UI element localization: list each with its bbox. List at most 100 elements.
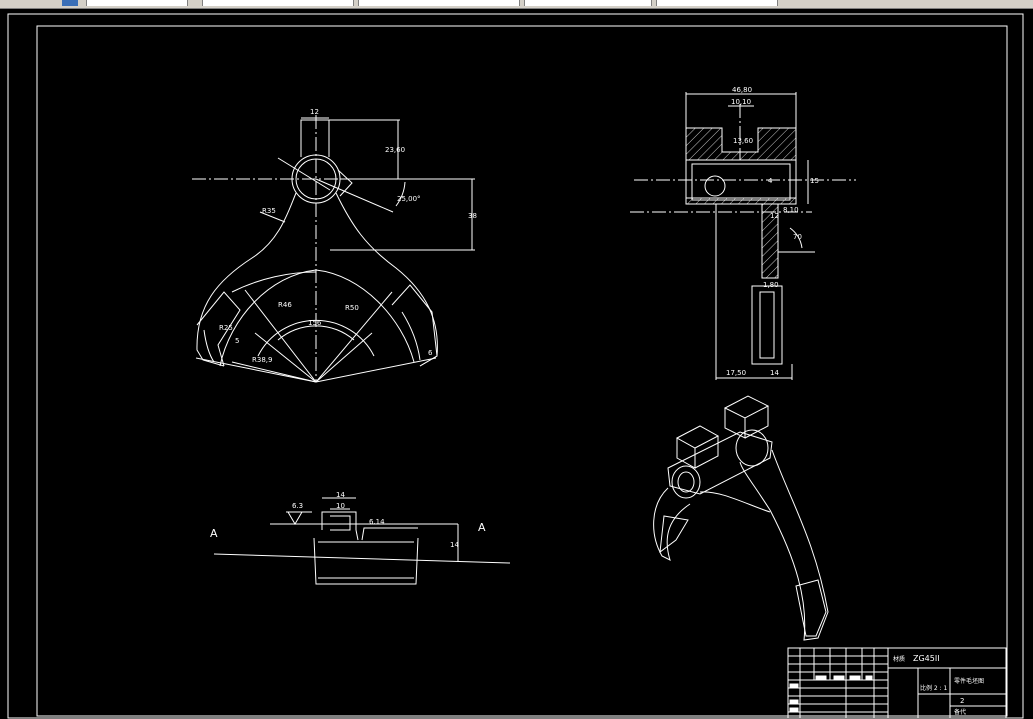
dim-text-4: 4 xyxy=(768,177,773,185)
toolbar-tab-3[interactable] xyxy=(358,0,520,6)
boss-lug xyxy=(337,169,353,197)
angle-arc-25 xyxy=(395,181,406,207)
tb-note: 备代 xyxy=(954,708,966,716)
toolbar-tab-2[interactable] xyxy=(202,0,354,6)
tb-mark-7 xyxy=(789,707,799,712)
tb-mark-3 xyxy=(815,675,827,680)
section-slot-profile xyxy=(321,511,418,541)
hub-bore xyxy=(691,163,791,201)
iso-hub-bore-right xyxy=(735,429,769,467)
tb-mark-1 xyxy=(789,683,799,688)
pin-hole xyxy=(704,175,726,197)
dim-text-10-10: 10,10 xyxy=(731,98,751,106)
tb-drawing-title: 零件毛坯图 xyxy=(954,677,984,685)
toolbar-tab-5[interactable] xyxy=(656,0,778,6)
left-pad xyxy=(196,291,241,367)
tb-material-label: 材质 xyxy=(893,655,905,663)
left-pad-inner xyxy=(203,329,215,363)
section-label-left: A xyxy=(210,527,218,540)
side-view: 46,80 10,10 13,60 4 15 12 8,10 70 1,80 1… xyxy=(630,86,856,380)
dim-text-section-h14: 14 xyxy=(450,541,459,549)
dim-text-5: 5 xyxy=(235,337,239,345)
app-icon[interactable] xyxy=(62,0,78,6)
angle-arc-156 xyxy=(277,325,355,341)
angle-ref-line xyxy=(315,178,394,213)
iso-fork-right-arm xyxy=(739,449,829,641)
right-pad-inner xyxy=(401,311,421,361)
iso-hub xyxy=(667,431,773,495)
dim-text-156: 156 xyxy=(308,319,322,327)
dim-text-46-80: 46,80 xyxy=(732,86,752,94)
tb-mark-5 xyxy=(849,675,861,680)
section-label-right: A xyxy=(478,521,486,534)
dim-text-r38-9: R38,9 xyxy=(252,356,272,364)
leader-diameter xyxy=(277,157,331,191)
radial-line-right xyxy=(315,332,373,383)
cad-drawing-canvas[interactable]: 12 23,60 25,00° 38 R35 R46 R50 156 R25 5… xyxy=(0,8,1033,719)
tb-mark-2 xyxy=(789,699,799,704)
section-view: A A 6.3 14 10 6.14 14 xyxy=(210,491,511,585)
isometric-view xyxy=(653,395,829,641)
toolbar-tab-1[interactable] xyxy=(86,0,188,6)
arm-foot xyxy=(751,285,783,365)
angle-arc-70 xyxy=(789,227,803,249)
dim-text-12: 12 xyxy=(770,212,779,220)
tb-mark-6 xyxy=(865,675,873,680)
top-view: 12 23,60 25,00° 38 R35 R46 R50 156 R25 5… xyxy=(192,108,477,383)
dim-text-roughness: 6.3 xyxy=(292,502,303,510)
iso-fork-right-pad xyxy=(795,579,827,637)
dim-text-8-10: 8,10 xyxy=(783,206,799,214)
section-baseline xyxy=(213,553,511,564)
outer-sheet-border xyxy=(7,13,1024,719)
section-body xyxy=(313,537,419,585)
fork-inner-arc xyxy=(219,269,415,367)
dim-text-70: 70 xyxy=(793,233,802,241)
arm-foot-slot xyxy=(759,291,775,359)
iso-block-right xyxy=(723,395,770,439)
fork-outer-contour xyxy=(196,192,438,367)
iso-fork-left-arm xyxy=(653,487,691,561)
top-rib xyxy=(300,119,330,157)
iso-fork-left-pad xyxy=(659,515,689,554)
dim-text-r35: R35 xyxy=(262,207,276,215)
dim-text-section-6-14: 6.14 xyxy=(369,518,385,526)
radial-line-left xyxy=(254,332,317,383)
tb-mark-4 xyxy=(833,675,845,680)
iso-hub-bore-left-inner xyxy=(677,471,695,493)
arm-section xyxy=(761,203,779,279)
application-toolbar-strip xyxy=(0,0,1033,9)
dim-text-r50: R50 xyxy=(345,304,359,312)
dim-text-38: 38 xyxy=(468,212,477,220)
dim-text-section-10: 10 xyxy=(336,502,345,510)
hub-body xyxy=(685,159,797,205)
dim-text-13-60: 13,60 xyxy=(733,137,753,145)
hub-bottom-section xyxy=(685,197,797,205)
toolbar-tab-4[interactable] xyxy=(524,0,652,6)
title-block-frame xyxy=(787,647,1007,719)
iso-fork-inner-curve xyxy=(699,491,771,513)
dim-text-r46: R46 xyxy=(278,301,292,309)
leader-r35 xyxy=(259,211,286,223)
section-inner-slot xyxy=(330,515,351,531)
tb-sheet-number: 2 xyxy=(960,697,964,705)
dim-text-15: 15 xyxy=(810,177,819,185)
dim-text-6: 6 xyxy=(428,349,433,357)
dim-text-section-14: 14 xyxy=(336,491,345,499)
boss-inner-circle xyxy=(295,158,337,200)
iso-hub-bore-left xyxy=(671,465,701,499)
dim-text-17-50: 17,50 xyxy=(726,369,746,377)
tb-material-value: ZG45II xyxy=(913,654,940,663)
radial-line-r50 xyxy=(315,291,393,383)
angle-arc-inner xyxy=(257,319,375,357)
dim-text-14: 14 xyxy=(770,369,779,377)
radial-line-r38 xyxy=(231,361,317,383)
dim-text-12: 12 xyxy=(310,108,319,116)
tb-scale: 比例 2 : 1 xyxy=(920,684,948,692)
fork-inner-arc-2 xyxy=(231,271,317,293)
roughness-symbol xyxy=(287,511,303,525)
dim-text-r25: R25 xyxy=(219,324,233,332)
inner-drawing-frame xyxy=(36,25,1008,717)
radial-line-r46 xyxy=(244,289,317,383)
title-block[interactable]: 材质 ZG45II 零件毛坯图 比例 2 : 1 2 备代 xyxy=(787,647,1007,719)
dim-text-1-80: 1,80 xyxy=(763,281,779,289)
